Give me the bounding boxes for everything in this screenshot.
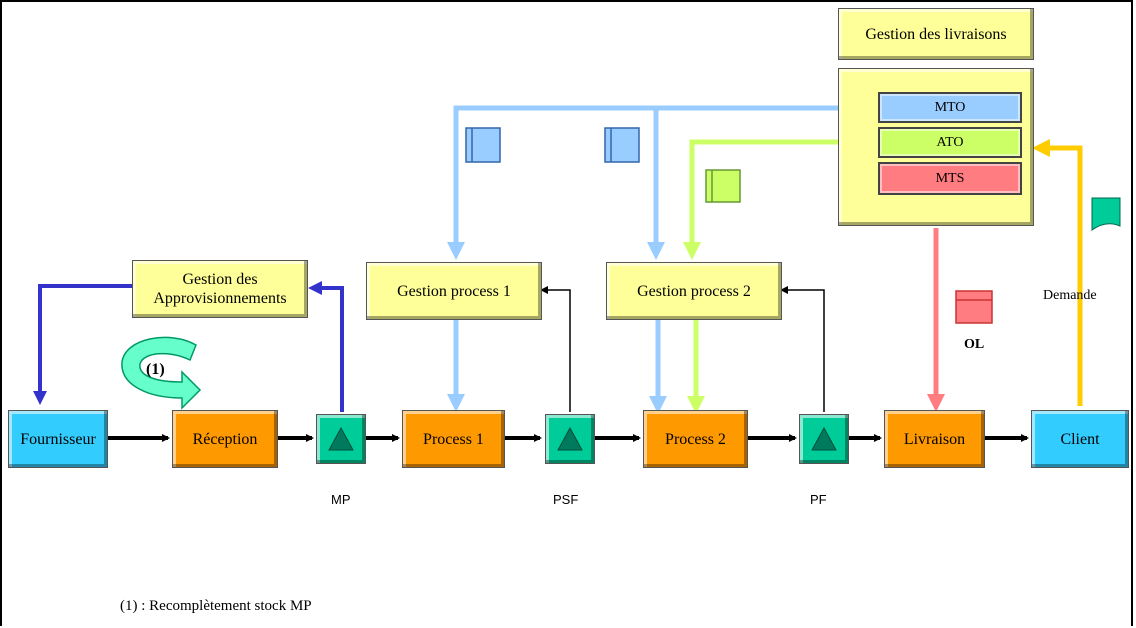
replenishment-loop-arrow (121, 336, 202, 410)
gestion-appro-line-1: Gestion des (182, 271, 258, 288)
stock-pf-icon[interactable] (799, 414, 849, 464)
livraison-box[interactable]: Livraison (884, 410, 985, 468)
mto-document-icon (465, 127, 501, 163)
reception-box[interactable]: Réception (172, 410, 278, 468)
gestion-approvisionnements-box[interactable]: Gestion des Approvisionnements (132, 260, 308, 318)
demande-label: Demande (1043, 288, 1097, 303)
stock-psf-icon[interactable] (545, 414, 595, 464)
ol-document-icon (955, 290, 993, 324)
mode-mto[interactable]: MTO (878, 92, 1022, 123)
triangle-icon (557, 427, 583, 451)
demand-arrow (1032, 139, 1083, 406)
footnote: (1) : Recomplètement stock MP (120, 598, 312, 614)
mto-document-icon (604, 127, 640, 163)
ato-flow-arrows (683, 139, 878, 414)
mode-mts[interactable]: MTS (878, 162, 1022, 195)
gestion-process-2-box[interactable]: Gestion process 2 (606, 262, 782, 320)
stock-pf-label: PF (810, 492, 827, 507)
stock-mp-label: MP (331, 492, 351, 507)
gestion-appro-line-2: Approvisionnements (153, 290, 287, 307)
process-1-box[interactable]: Process 1 (402, 410, 505, 468)
gestion-process-1-box[interactable]: Gestion process 1 (366, 262, 542, 320)
mode-ato[interactable]: ATO (878, 127, 1022, 158)
fournisseur-box[interactable]: Fournisseur (8, 410, 108, 468)
stock-mp-icon[interactable] (316, 414, 366, 464)
triangle-icon (328, 427, 354, 451)
client-box[interactable]: Client (1031, 410, 1129, 468)
mto-flow-arrows (447, 105, 878, 414)
ol-label: OL (964, 337, 985, 352)
gestion-livraisons-title: Gestion des livraisons (838, 8, 1034, 60)
demand-document-icon (1091, 197, 1121, 231)
stock-psf-label: PSF (553, 492, 579, 507)
loop-marker-label: (1) (146, 361, 165, 378)
stock-feedback-arrows (540, 286, 825, 412)
triangle-icon (811, 427, 837, 451)
process-2-box[interactable]: Process 2 (643, 410, 748, 468)
procurement-arrows (33, 281, 344, 412)
ato-document-icon (705, 169, 741, 203)
